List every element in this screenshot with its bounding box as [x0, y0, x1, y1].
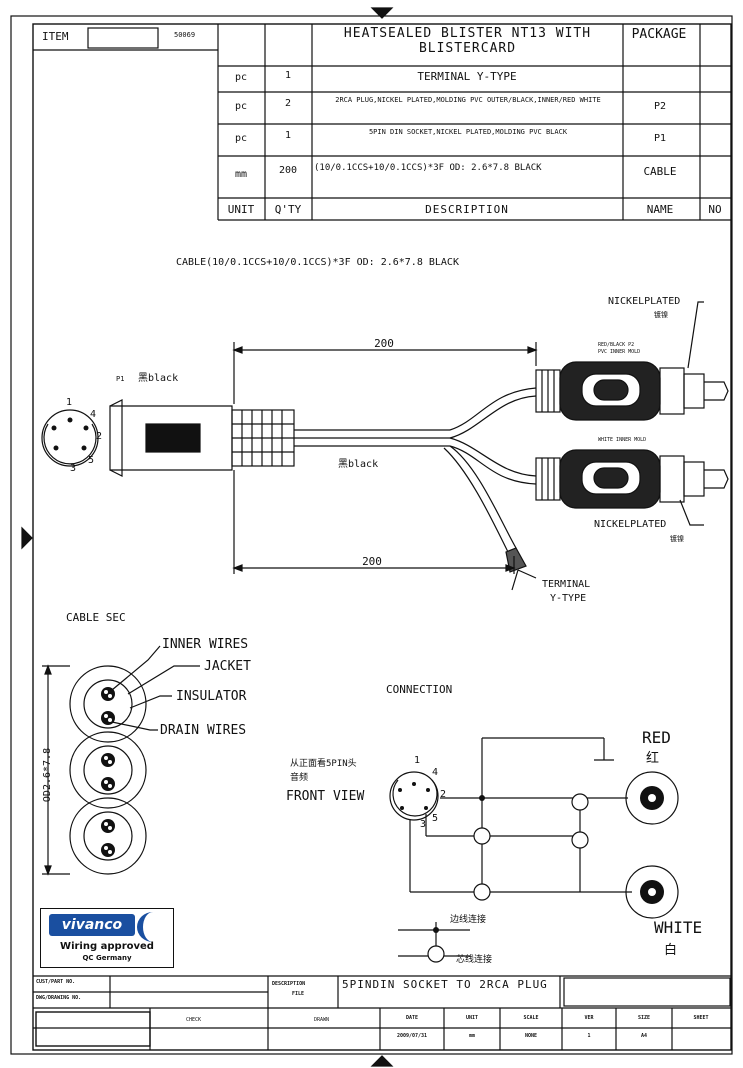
vivanco-logo-box: vivanco [49, 914, 135, 936]
cable-black-label: 黑black [338, 459, 379, 470]
conn-pin-3: 3 [420, 819, 427, 830]
tb-unit-label: UNIT [465, 1015, 479, 1021]
tb-sheet-label: SHEET [693, 1015, 709, 1021]
tb-drawn-label: DRAWN [314, 1017, 330, 1023]
bom-col-qty: Q'TY [274, 203, 302, 216]
tb-size: A4 [640, 1033, 648, 1039]
top-arrow-marker [370, 7, 394, 19]
logo-qc-germany: QC Germany [82, 954, 132, 962]
rca-mold-label-top-2: PVC INNER MOLD [598, 349, 641, 355]
bom-row-1-qty: 1 [284, 70, 292, 81]
nickel-plated-bottom-cn: 镀镍 [670, 535, 684, 543]
nickel-plated-bottom-label: NICKELPLATED [594, 519, 667, 530]
din-pin-3: 3 [70, 463, 77, 474]
din-pin-1: 1 [66, 397, 73, 408]
tb-description-sub: FILE [292, 991, 305, 997]
bom-row-3-qty: 1 [284, 130, 292, 141]
cable-sec-insulator: INSULATOR [176, 689, 247, 704]
bom-col-unit: UNIT [227, 203, 255, 216]
red-label: RED [642, 728, 671, 747]
tb-drawing-label: DWG/DRAWING NO. [36, 995, 82, 1001]
bom-row-4-unit: mm [234, 169, 248, 180]
tb-unit: mm [468, 1033, 476, 1039]
bom-row-3-name: P1 [653, 133, 667, 144]
bottom-arrow-marker [370, 1055, 394, 1067]
inner-frame [32, 23, 732, 1051]
bom-row-3-unit: pc [234, 133, 248, 144]
cable-od-label: OD2.6*7.8 [42, 747, 53, 803]
tb-date-label: DATE [405, 1015, 419, 1021]
cable-sec-drain-wires: DRAIN WIRES [160, 723, 247, 738]
cable-section-title: CABLE SEC [66, 611, 126, 624]
conn-pin-4: 4 [432, 767, 439, 778]
front-view-cn-2: 音频 [290, 773, 309, 783]
bom-col-no: NO [708, 203, 722, 216]
front-view-cn: 从正面看5PIN头 [290, 759, 357, 769]
rca-mold-label-top: RED/BLACK P2 [598, 342, 635, 348]
item-label: ITEM [42, 30, 69, 43]
conn-pin-1: 1 [414, 755, 421, 766]
rca-mold-label-bottom: WHITE INNER MOLD [598, 437, 647, 443]
tb-custpart-label: CUST/PART NO. [36, 979, 76, 985]
bom-col-name: NAME [646, 203, 674, 216]
white-label: WHITE [654, 918, 703, 937]
red-cn-label: 红 [646, 751, 660, 766]
outer-frame [10, 15, 733, 1055]
bom-row-1-unit: pc [234, 72, 248, 83]
tb-description: 5PINDIN SOCKET TO 2RCA PLUG [342, 978, 548, 991]
din-pin-2: 2 [96, 431, 103, 442]
terminal-label-1: TERMINAL [542, 579, 591, 590]
bom-row-2-unit: pc [234, 101, 248, 112]
bom-row-2-qty: 2 [284, 98, 292, 109]
bom-row-4-description: (10/0.1CCS+10/0.1CCS)*3F OD: 2.6*7.8 BLA… [314, 163, 542, 173]
item-code: 50069 [174, 31, 196, 39]
bom-col-description: DESCRIPTION [425, 203, 509, 216]
p1-label: P1 [116, 375, 125, 383]
terminal-label-2: Y-TYPE [550, 593, 587, 604]
conn-pin-5: 5 [432, 813, 439, 824]
tb-description-label: DESCRIPTION [272, 981, 306, 987]
tb-scale-label: SCALE [523, 1015, 539, 1021]
legend-shield: 边线连接 [450, 915, 487, 925]
bom-row-2-name: P2 [653, 101, 667, 112]
tb-size-label: SIZE [637, 1015, 651, 1021]
din-socket-window [145, 423, 201, 453]
nickel-plated-top-label: NICKELPLATED [608, 296, 681, 307]
tb-date: 2009/07/31 [396, 1033, 428, 1039]
din-pin-4: 4 [90, 409, 97, 420]
front-view-label: FRONT VIEW [286, 789, 365, 804]
bom-row-4-qty: 200 [278, 165, 298, 176]
tb-scale: NONE [524, 1033, 538, 1039]
din-socket-body [109, 405, 233, 471]
bom-row-3-description: 5PIN DIN SOCKET,NICKEL PLATED,MOLDING PV… [368, 128, 568, 136]
tb-ver: 1 [587, 1033, 591, 1039]
vivanco-logo: vivanco Wiring approved QC Germany [40, 908, 174, 968]
nickel-plated-top-cn: 镀镍 [654, 311, 668, 319]
cable-sec-inner-wires: INNER WIRES [162, 637, 249, 652]
product-title: HEATSEALED BLISTER NT13 WITH BLISTERCARD [343, 26, 592, 56]
din-pin-5: 5 [88, 455, 95, 466]
cable-sec-jacket: JACKET [204, 659, 251, 674]
legend-core: 芯线连接 [456, 955, 493, 965]
p1-black-label: 黑black [138, 373, 179, 384]
connection-title: CONNECTION [386, 683, 453, 696]
vivanco-logo-wave-icon [137, 912, 169, 942]
dimension-bottom: 200 [362, 555, 382, 568]
vivanco-brand: vivanco [61, 917, 123, 933]
din-face-outline [41, 409, 99, 467]
tb-ver-label: VER [584, 1015, 594, 1021]
logo-wiring-approved: Wiring approved [60, 941, 154, 952]
left-arrow-marker [21, 526, 33, 550]
cable-spec-label: CABLE(10/0.1CCS+10/0.1CCS)*3F OD: 2.6*7.… [176, 257, 459, 268]
bom-row-2-description: 2RCA PLUG,NICKEL PLATED,MOLDING PVC OUTE… [335, 96, 601, 104]
bom-row-4-name: CABLE [643, 165, 677, 178]
bom-row-1-description: TERMINAL Y-TYPE [417, 70, 517, 83]
dimension-top: 200 [374, 337, 394, 350]
package-label: PACKAGE [631, 27, 687, 42]
white-cn-label: 白 [664, 943, 678, 958]
tb-check-label: CHECK [186, 1017, 202, 1023]
conn-pin-2: 2 [440, 789, 447, 800]
